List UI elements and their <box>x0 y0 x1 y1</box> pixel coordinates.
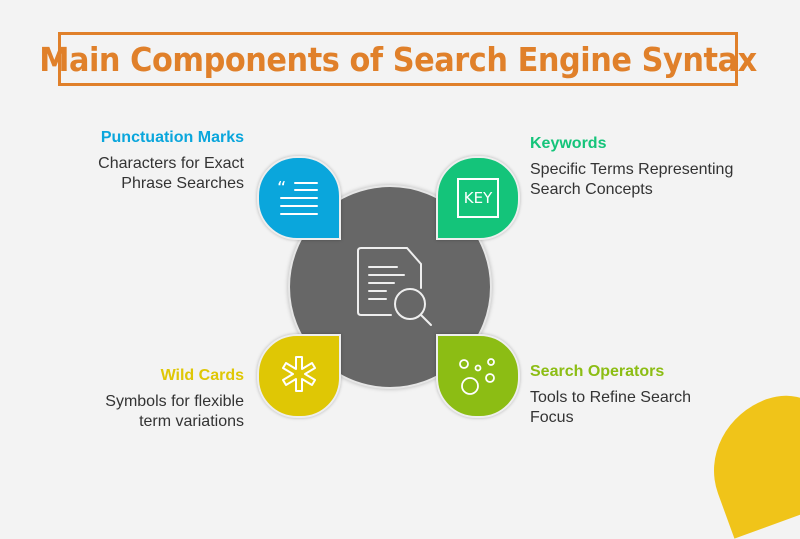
punctuation-marks-badge: “ <box>257 156 341 240</box>
punctuation-marks-desc-line1: Characters for Exact <box>98 155 244 172</box>
key-icon: KEY <box>457 178 499 218</box>
keywords-desc-line2: Search Concepts <box>530 181 653 198</box>
quote-text-icon: “ <box>277 178 318 215</box>
search-operators-label: Search Operators Tools to Refine Search … <box>530 362 691 428</box>
wild-cards-heading: Wild Cards <box>160 367 244 384</box>
document-search-icon <box>357 247 432 326</box>
wild-cards-desc-line1: Symbols for flexible <box>105 393 244 410</box>
wild-cards-desc-line2: term variations <box>139 413 244 430</box>
keywords-heading: Keywords <box>530 135 607 152</box>
decorative-blob <box>693 381 800 539</box>
asterisk-icon <box>282 356 316 392</box>
bubbles-icon <box>459 358 495 395</box>
keywords-label: Keywords Specific Terms Representing Sea… <box>530 134 733 200</box>
punctuation-marks-label: Punctuation Marks Characters for Exact P… <box>98 128 244 194</box>
search-operators-desc-line1: Tools to Refine Search <box>530 389 691 406</box>
wild-cards-label: Wild Cards Symbols for flexible term var… <box>105 366 244 432</box>
punctuation-marks-heading: Punctuation Marks <box>100 129 244 146</box>
page-title: Main Components of Search Engine Syntax <box>39 39 757 79</box>
wild-cards-badge <box>257 334 341 418</box>
search-operators-badge <box>436 334 520 418</box>
svg-text:“: “ <box>277 178 286 199</box>
keywords-badge: KEY <box>436 156 520 240</box>
search-operators-heading: Search Operators <box>530 363 665 380</box>
keywords-desc-line1: Specific Terms Representing <box>530 161 734 178</box>
search-operators-desc-line2: Focus <box>530 409 574 426</box>
title-box: Main Components of Search Engine Syntax <box>39 32 757 86</box>
punctuation-marks-desc-line2: Phrase Searches <box>121 175 244 192</box>
